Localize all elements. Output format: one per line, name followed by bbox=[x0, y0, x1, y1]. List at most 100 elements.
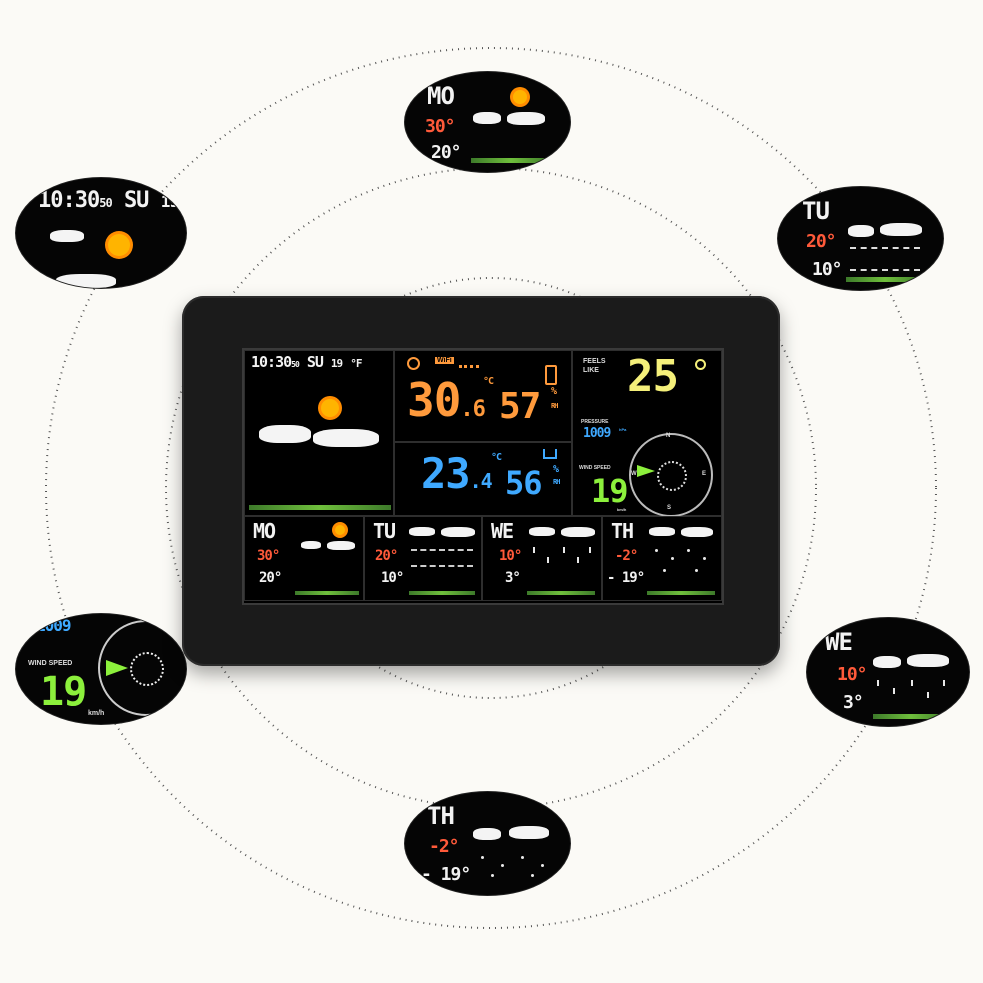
cloud-icon bbox=[873, 656, 901, 668]
weather-station-device: 10:3050 SU 19 °F WiFi 30.6 °C 57 % RH bbox=[182, 296, 780, 666]
cloud-icon bbox=[507, 112, 545, 125]
cloud-icon bbox=[473, 112, 501, 124]
rain-drop bbox=[547, 557, 549, 563]
snow-flake bbox=[687, 549, 690, 552]
snow-flake bbox=[695, 569, 698, 572]
wind-speed-label: WIND SPEED bbox=[579, 465, 611, 471]
snow-flake bbox=[531, 874, 534, 877]
forecast-day-3: WE 10° 3° bbox=[482, 516, 602, 601]
grass-strip bbox=[873, 714, 949, 719]
bubble-low: - 19° bbox=[421, 864, 471, 885]
unit-symbol: °F bbox=[350, 357, 362, 370]
rain-drop bbox=[943, 680, 945, 686]
forecast-high: -2° bbox=[615, 548, 638, 564]
wind-unit: km/h bbox=[617, 507, 627, 512]
humidity-unit: % bbox=[553, 464, 559, 475]
clock-cell: 10:3050 SU 19 °F bbox=[244, 350, 394, 516]
bubble-date: 19 bbox=[160, 192, 179, 211]
forecast-low: 3° bbox=[505, 570, 521, 586]
grass-strip bbox=[409, 591, 475, 595]
snow-flake bbox=[703, 557, 706, 560]
indoor-temp-main: 23 bbox=[421, 449, 471, 498]
rain-drop bbox=[911, 680, 913, 686]
cloud-icon bbox=[880, 223, 922, 236]
bubble-high: -2° bbox=[429, 836, 459, 857]
bubble-low: 10° bbox=[812, 259, 842, 280]
cloud-icon bbox=[473, 828, 501, 840]
sun-icon bbox=[321, 399, 339, 417]
snow-flake bbox=[521, 856, 524, 859]
rain-drop bbox=[577, 557, 579, 563]
bubble-clock: 10:3050 SU 19 bbox=[16, 178, 186, 288]
compass-w: W bbox=[631, 471, 637, 477]
signal-bars-icon bbox=[459, 357, 479, 368]
fog-icon bbox=[411, 549, 473, 567]
grass-strip bbox=[471, 158, 551, 163]
bubble-high: 20° bbox=[806, 231, 836, 252]
snow-flake bbox=[491, 874, 494, 877]
bubble-pressure: 1009 bbox=[36, 616, 72, 635]
grass-strip bbox=[846, 277, 924, 282]
cloud-icon bbox=[56, 274, 116, 288]
cloud-icon bbox=[681, 527, 713, 537]
compass-icon: N E S W bbox=[629, 433, 713, 517]
forecast-day-1: MO 30° 20° bbox=[244, 516, 364, 601]
sun-icon bbox=[335, 525, 345, 535]
bubble-wind: 1009 WIND SPEED 19 km/h bbox=[16, 614, 186, 724]
compass-n: N bbox=[666, 433, 671, 439]
grass-strip bbox=[249, 505, 391, 510]
outdoor-cell: WiFi 30.6 °C 57 % RH bbox=[394, 350, 572, 442]
indoor-humidity: 56 bbox=[505, 464, 543, 502]
degree-icon bbox=[695, 359, 706, 370]
forecast-high: 10° bbox=[499, 548, 522, 564]
cloud-icon bbox=[907, 654, 949, 667]
cloud-icon bbox=[327, 541, 355, 550]
rain-drop bbox=[927, 692, 929, 698]
cloud-icon bbox=[848, 225, 874, 237]
wifi-badge: WiFi bbox=[435, 357, 454, 364]
sun-icon bbox=[513, 90, 527, 104]
bubble-forecast-wednesday: WE 10° 3° bbox=[807, 618, 969, 726]
outdoor-temp-dec: .6 bbox=[460, 397, 485, 422]
humidity-unit: % bbox=[551, 386, 557, 397]
forecast-day-4: TH -2° - 19° bbox=[602, 516, 722, 601]
feels-like-label: FEELS LIKE bbox=[583, 358, 606, 374]
humidity-rh: RH bbox=[551, 402, 559, 410]
forecast-day: WE bbox=[491, 519, 514, 543]
snow-flake bbox=[541, 864, 544, 867]
rain-drop bbox=[877, 680, 879, 686]
feels-like-value: 25 bbox=[627, 351, 679, 402]
home-icon bbox=[543, 449, 557, 459]
cloud-icon bbox=[313, 429, 379, 447]
wind-unit: km/h bbox=[88, 710, 105, 717]
cloud-icon bbox=[649, 527, 675, 536]
indoor-temp-dec: .4 bbox=[469, 469, 493, 493]
forecast-high: 20° bbox=[375, 548, 398, 564]
bubble-day: TH bbox=[427, 802, 455, 830]
rain-drop bbox=[563, 547, 565, 553]
snow-flake bbox=[663, 569, 666, 572]
forecast-low: 20° bbox=[259, 570, 282, 586]
bubble-day: MO bbox=[427, 82, 455, 110]
bubble-low: 3° bbox=[843, 692, 864, 713]
cloud-icon bbox=[509, 826, 549, 839]
grass-strip bbox=[527, 591, 595, 595]
forecast-day: TH bbox=[611, 519, 634, 543]
forecast-day: TU bbox=[373, 519, 396, 543]
pressure-unit: hPa bbox=[619, 427, 627, 432]
bubble-forecast-thursday: TH -2° - 19° bbox=[405, 792, 570, 895]
cloud-icon bbox=[561, 527, 595, 537]
grass-strip bbox=[295, 591, 359, 595]
snow-flake bbox=[501, 864, 504, 867]
forecast-day-2: TU 20° 10° bbox=[364, 516, 482, 601]
wind-speed-value: 19 bbox=[40, 669, 87, 715]
sun-icon bbox=[108, 234, 130, 256]
grass-strip bbox=[647, 591, 715, 595]
cloud-icon bbox=[50, 230, 84, 242]
bubble-seconds: 50 bbox=[99, 196, 112, 210]
wind-speed-value: 19 bbox=[591, 472, 629, 510]
snow-flake bbox=[481, 856, 484, 859]
temp-unit: °C bbox=[491, 452, 502, 463]
cloud-icon bbox=[301, 541, 321, 549]
bubble-forecast-monday: MO 30° 20° bbox=[405, 72, 570, 172]
